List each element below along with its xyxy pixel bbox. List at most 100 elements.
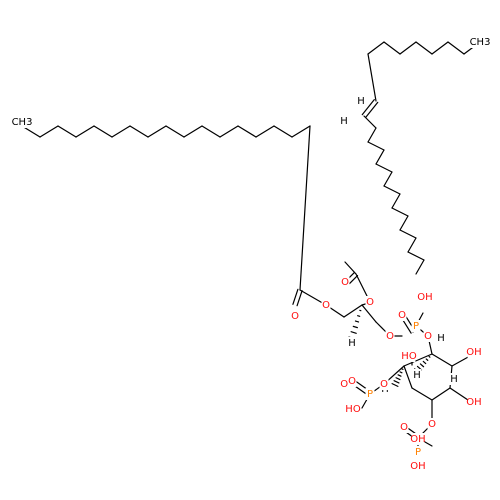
atom-label-p-3: P [413,446,423,458]
stereo-hash-bond [425,358,429,361]
atom-label-background [356,95,366,107]
atom-label-o-ester-sn2: O [365,296,375,308]
stereo-hash-bond [428,355,431,358]
inositol-substituent-bond [451,355,471,367]
atom-label-background [321,299,331,311]
atom-label-h-ring-2: H [412,369,422,381]
atom-label-o-phosphodiester-1: O [385,330,395,342]
stearoyl-chain-bond [39,125,59,138]
stearoyl-chain-bond [201,125,221,138]
atom-label-p-1: P [411,320,421,332]
atom-label-o-ring-p3: O [427,418,437,430]
atom-label-background [418,291,432,303]
stereo-hash-bond [399,371,403,374]
oleoyl-chain-bond [399,229,417,239]
atom-label-text: HO [401,351,417,362]
stearoyl-chain-bond [299,125,311,291]
atom-label-background [413,446,423,458]
atom-label-o-phosphodiester-2: O [423,330,433,342]
inositol-ring-bond [431,387,451,401]
atom-label-text: O [341,277,349,288]
oleoyl-chain-bond [383,185,401,195]
oleoyl-chain-bond [367,41,385,55]
atom-label-o-carbonyl-stearoyl: O [290,310,300,322]
stereo-hash-bond [357,315,361,317]
atom-label-ch3-left: CH3 [12,116,33,128]
inositol-ring-bond [403,365,413,389]
atom-label-text: O [322,300,330,311]
stereo-hash-bond [352,325,358,329]
atom-label-text: H [348,338,356,349]
atom-label-background [411,433,425,445]
atom-label-ho-p2: HO [345,403,361,415]
stearoyl-chain-bond [93,125,113,138]
atom-label-o-ester-sn1: O [321,299,331,311]
atom-label-text: OH [417,292,432,303]
atom-label-background [346,403,360,415]
atom-label-text: H [450,374,458,385]
stearoyl-chain-bond [183,125,203,138]
oleoyl-chain-bond [431,41,449,55]
atom-label-background [427,418,437,430]
atom-label-text: O [386,331,394,342]
carbonyl-double-bond [292,288,299,305]
atom-label-text: P [413,321,419,332]
oleoyl-chain-bond [375,163,393,173]
oleoyl-chain-bond [407,237,417,253]
oleoyl-chain-bond [383,41,401,55]
oleoyl-chain-bond [375,149,385,165]
atom-label-background [340,276,350,288]
stereo-hash-bond [391,383,399,387]
atom-label-background [399,421,409,433]
atom-label-background [347,337,357,349]
atom-label-background [449,373,459,385]
stereo-hash-bond [395,377,401,381]
atom-label-background [385,330,395,342]
atom-label-o-p3-double: O [399,421,409,433]
atom-label-background [379,378,389,390]
inositol-ring-bond [411,387,433,401]
atom-label-oh-ring-2: OH [466,396,482,408]
atom-label-background [467,396,481,408]
atom-label-background [467,346,481,358]
oleoyl-chain-bond [383,171,393,187]
oleoyl-chain-bond [415,259,425,275]
carbonyl-double-bond [296,290,303,307]
atom-label-background [12,116,32,128]
atom-label-background [423,330,433,342]
stearoyl-chain-bond [165,125,185,138]
stearoyl-chain-bond [129,125,149,138]
carbonyl-double-bond [348,274,359,285]
stearoyl-chain-bond [57,125,77,138]
oleoyl-chain-bond [391,207,409,217]
atom-label-text: O [398,310,406,321]
atom-label-text: O [380,379,388,390]
atom-label-oh-p1: OH [417,291,433,303]
atom-label-text: O [428,419,436,430]
oleoyl-chain-bond [407,251,425,261]
atom-label-text: H [413,370,421,381]
stereo-hash-bond [422,360,427,365]
stearoyl-chain-bond [273,125,293,138]
atom-label-h-alkene-1: H [356,95,366,107]
atom-label-ch3-top: CH3 [470,36,490,48]
atom-label-text: CH3 [12,117,33,128]
atom-label-o-p1-double: O [397,309,407,321]
stearoyl-chain-bond [255,125,275,138]
atom-label-layer: CH3HHCH3OOOOHOPOHOOHHHOOHHHOHPOOHOOHOHOP… [12,36,490,472]
atom-label-text: HO [345,404,361,415]
alkene-double-bond [361,99,375,116]
stereo-hash-bond [393,380,400,384]
atom-label-h-alkene-2: H [339,115,349,127]
atom-label-oh-p3: OH [410,433,426,445]
atom-label-background [290,310,300,322]
atom-label-h-ring-1: H [436,332,446,344]
atom-label-text: OH [466,397,481,408]
atom-label-text: H [437,333,445,344]
atom-label-text: O [424,331,432,342]
oleoyl-chain-bond [447,41,465,55]
atom-label-background [402,350,416,362]
glycerol-bond [343,304,363,318]
oleoyl-chain-bond [415,41,433,55]
atom-label-text: H [340,116,348,127]
